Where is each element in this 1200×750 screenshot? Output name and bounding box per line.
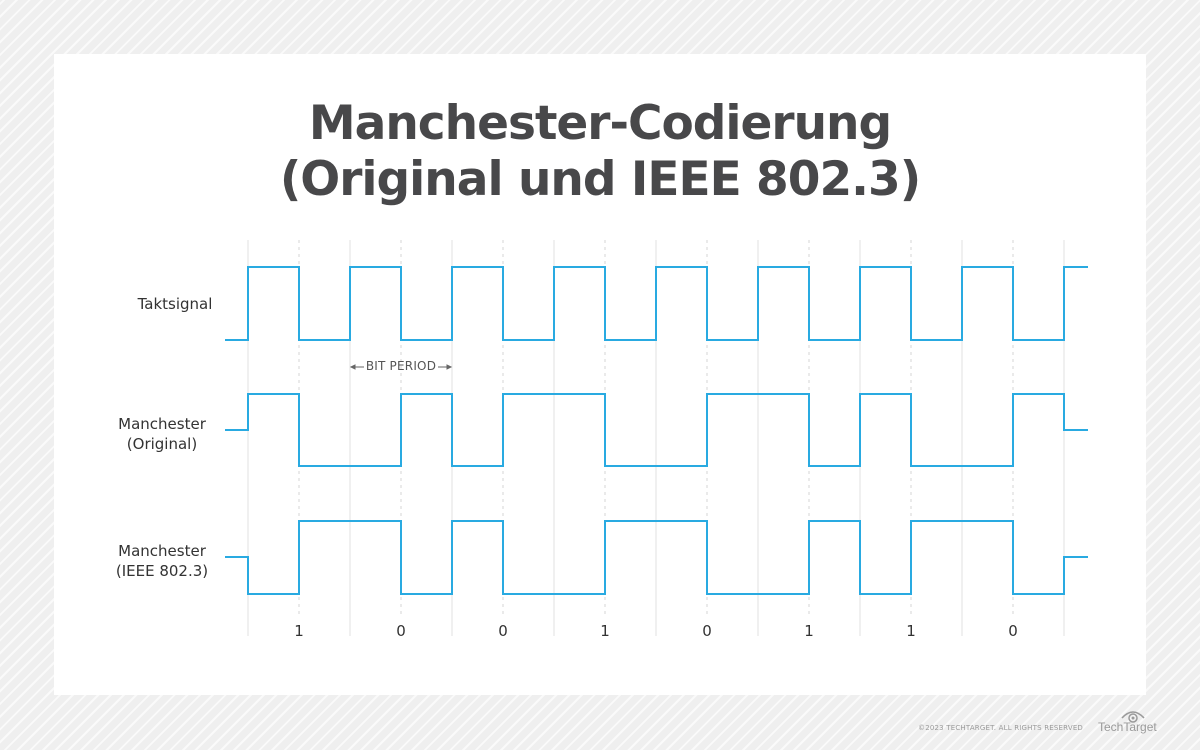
manchester-original-waveform xyxy=(225,393,1088,467)
bit-value: 0 xyxy=(396,622,406,640)
bit-value: 1 xyxy=(294,622,304,640)
copyright-text: ©2023 TECHTARGET. ALL RIGHTS RESERVED xyxy=(918,724,1084,732)
bit-value: 1 xyxy=(804,622,814,640)
clock-signal-waveform xyxy=(225,266,1088,341)
row-label-line: Taktsignal xyxy=(137,295,213,313)
techtarget-logo: TechTarget xyxy=(1098,720,1157,734)
row-label-line: (Original) xyxy=(126,435,198,453)
techtarget-eye-icon xyxy=(1121,711,1145,723)
row-label-line: Manchester xyxy=(118,415,206,433)
diagram-title: Manchester-Codierung (Original und IEEE … xyxy=(0,96,1200,208)
diagram-card xyxy=(54,54,1146,695)
bit-period-label: BIT PERIOD xyxy=(365,359,437,373)
bit-period-arrows xyxy=(349,364,453,370)
bit-value: 1 xyxy=(906,622,916,640)
bit-value: 1 xyxy=(600,622,610,640)
row-label-line: (IEEE 802.3) xyxy=(115,562,209,580)
bit-value: 0 xyxy=(498,622,508,640)
row-label-line: Manchester xyxy=(118,542,206,560)
bit-value: 0 xyxy=(702,622,712,640)
title-line-2: (Original und IEEE 802.3) xyxy=(279,152,921,207)
row-label-manchester-original: Manchester (Original) xyxy=(92,414,232,454)
row-label-clock: Taktsignal xyxy=(105,294,245,314)
row-label-manchester-ieee: Manchester (IEEE 802.3) xyxy=(92,541,232,581)
title-line-1: Manchester-Codierung xyxy=(308,96,892,151)
bit-value: 0 xyxy=(1008,622,1018,640)
manchester-ieee-waveform xyxy=(225,520,1088,595)
